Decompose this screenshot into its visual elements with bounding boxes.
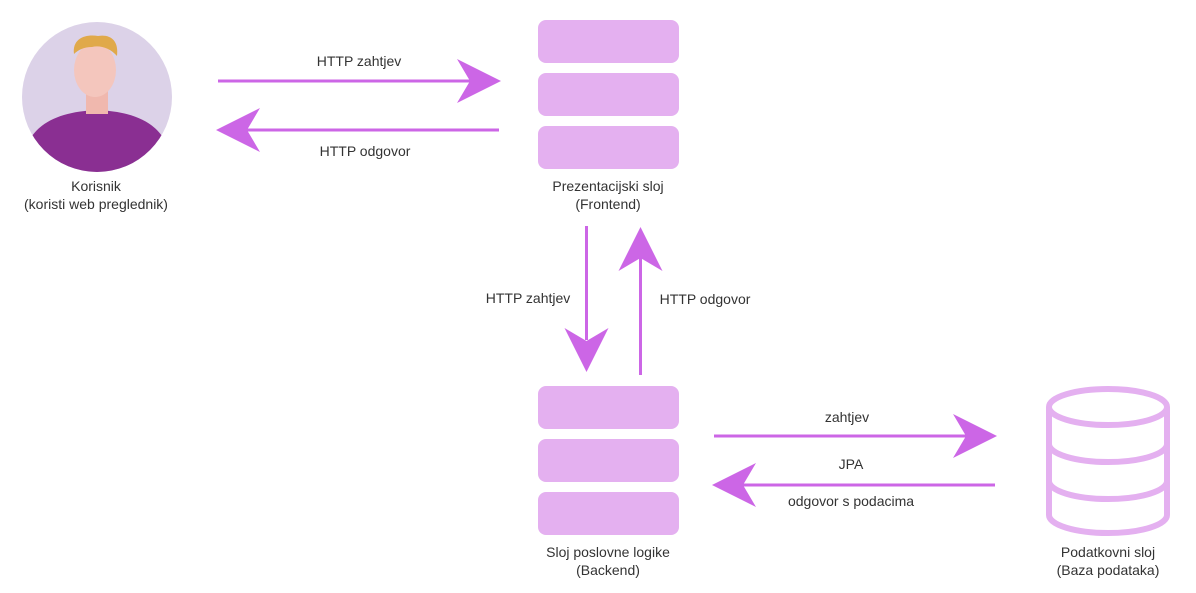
edge-label-backend-to-db: zahtjev: [824, 409, 870, 425]
database-label-line2: (Baza podataka): [1056, 562, 1160, 578]
server-stack-icon: [538, 20, 679, 169]
edge-label-frontend-to-backend: HTTP zahtjev: [485, 290, 571, 306]
arrow-frontend-to-backend: [564, 226, 609, 372]
frontend-label-line2: (Frontend): [575, 196, 641, 212]
user-label-line1: Korisnik: [71, 178, 121, 194]
avatar-shirt: [22, 110, 172, 172]
frontend-block-1: [538, 20, 679, 63]
frontend-label-line1: Prezentacijski sloj: [552, 178, 664, 194]
backend-block-3: [538, 492, 679, 535]
arrow-user-to-frontend: [218, 59, 501, 103]
backend-label-line2: (Backend): [576, 562, 640, 578]
edge-label-frontend-to-user: HTTP odgovor: [319, 143, 411, 159]
arrow-backend-to-frontend: [618, 227, 663, 375]
database-label-line1: Podatkovni sloj: [1060, 544, 1156, 560]
db-body: [1046, 407, 1170, 536]
backend-label-line1: Sloj poslovne logike: [546, 544, 670, 560]
node-label-frontend: Prezentacijski sloj (Frontend): [552, 177, 663, 213]
avatar-face: [74, 43, 116, 97]
server-stack-icon: [538, 386, 679, 535]
edge-label-jpa: JPA: [838, 456, 864, 472]
user-label-line2: (koristi web preglednik): [24, 196, 168, 212]
user-avatar-icon: [22, 22, 172, 172]
frontend-block-2: [538, 73, 679, 116]
arrow-backend-to-db: [714, 414, 997, 458]
db-ring-2: [1046, 480, 1170, 502]
backend-block-1: [538, 386, 679, 429]
arrow-db-to-backend: [712, 463, 995, 507]
backend-block-2: [538, 439, 679, 482]
node-label-backend: Sloj poslovne logike (Backend): [546, 543, 670, 579]
node-label-database: Podatkovni sloj (Baza podataka): [1057, 543, 1160, 579]
edge-label-backend-to-frontend: HTTP odgovor: [659, 291, 751, 307]
arrow-frontend-to-user: [216, 108, 499, 152]
node-label-user: Korisnik (koristi web preglednik): [24, 177, 168, 213]
frontend-block-3: [538, 126, 679, 169]
db-top: [1046, 386, 1170, 428]
edge-label-user-to-frontend: HTTP zahtjev: [316, 53, 402, 69]
edge-label-db-to-backend: odgovor s podacima: [787, 493, 915, 509]
database-icon: [1046, 386, 1170, 536]
db-ring-1: [1046, 443, 1170, 465]
avatar-hair: [73, 35, 118, 56]
